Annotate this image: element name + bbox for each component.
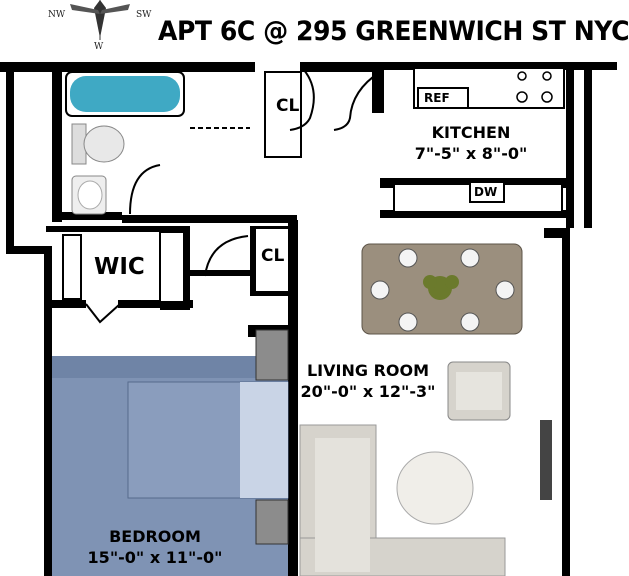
- ref-label: REF: [424, 91, 450, 105]
- closet-2-label: CL: [261, 246, 285, 266]
- compass-nw-label: NW: [48, 10, 66, 20]
- bed: [52, 329, 289, 576]
- kitchen-counter: [393, 67, 565, 213]
- page-title: APT 6C @ 295 GREENWICH ST NYC: [158, 16, 629, 47]
- plant-icon: [423, 275, 459, 300]
- stove-icon: [516, 71, 553, 103]
- kitchen-label: KITCHEN 7"-5" x 8"-0": [402, 122, 540, 164]
- bedroom-dims: 15"-0" x 11"-0": [87, 548, 223, 567]
- living-room-label: LIVING ROOM 20"-0" x 12"-3": [290, 360, 446, 402]
- bathtub-icon: [65, 71, 185, 117]
- closet-1-label: CL: [276, 96, 300, 116]
- compass-sw-label: SW: [136, 10, 152, 20]
- kitchen-name: KITCHEN: [431, 123, 511, 142]
- tv-unit: [540, 420, 552, 500]
- compass-w-label: W: [94, 42, 104, 52]
- living-room-dims: 20"-0" x 12"-3": [300, 382, 436, 401]
- bedroom-name: BEDROOM: [109, 527, 201, 546]
- living-room-name: LIVING ROOM: [306, 361, 430, 380]
- coffee-table: [396, 451, 474, 525]
- armchair: [447, 361, 511, 421]
- kitchen-dims: 7"-5" x 8"-0": [414, 144, 528, 163]
- sofa: [299, 424, 506, 576]
- dw-label: DW: [474, 185, 498, 199]
- compass-rose-icon: [70, 0, 130, 40]
- wic-label: WIC: [94, 254, 145, 280]
- sink-icon: [71, 175, 107, 215]
- bedroom-label: BEDROOM 15"-0" x 11"-0": [66, 526, 244, 568]
- toilet-icon: [71, 123, 125, 165]
